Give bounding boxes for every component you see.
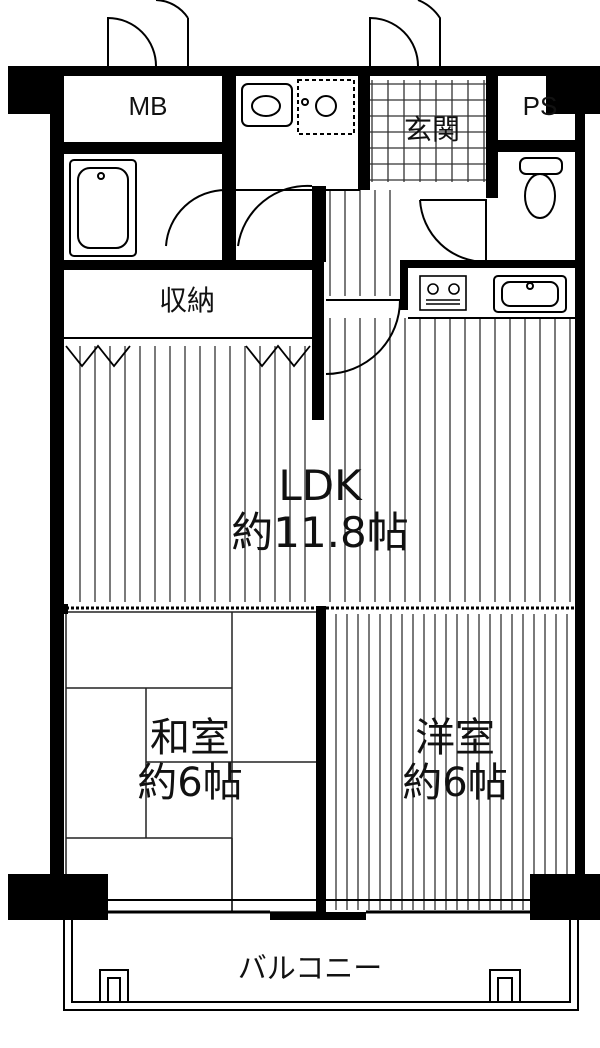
kitchen-sink-icon bbox=[493, 275, 567, 313]
washitsu-label: 和室 約6帖 bbox=[100, 716, 280, 806]
balcony-label: バルコニー bbox=[237, 951, 383, 985]
washitsu-name: 和室 bbox=[150, 715, 230, 761]
washitsu-size: 約6帖 bbox=[137, 759, 243, 806]
mb-label: MB bbox=[128, 91, 168, 121]
youshitsu-label: 洋室 約6帖 bbox=[365, 716, 545, 806]
ldk-flooring-lines bbox=[79, 318, 571, 602]
ldk-name: LDK bbox=[278, 461, 362, 510]
bathtub-icon bbox=[69, 159, 137, 257]
genkan-label: 玄関 bbox=[403, 113, 460, 146]
ldk-size: 約11.8帖 bbox=[231, 508, 409, 558]
floor-lines bbox=[79, 80, 571, 910]
washing-machine-icon bbox=[297, 79, 355, 135]
youshitsu-size: 約6帖 bbox=[402, 759, 508, 806]
walls bbox=[8, 66, 600, 920]
youshitsu-flooring-lines bbox=[335, 614, 568, 910]
closet-doors bbox=[65, 344, 311, 368]
balcony-outline bbox=[63, 910, 579, 1011]
ps-label: PS bbox=[522, 91, 558, 121]
door-swings bbox=[107, 0, 487, 375]
genkan-tiles bbox=[370, 80, 486, 182]
tatami-mats bbox=[65, 611, 319, 913]
storage-label: 収納 bbox=[158, 284, 215, 317]
toilet-icon bbox=[519, 157, 563, 219]
ldk-label: LDK 約11.8帖 bbox=[190, 462, 450, 556]
stove-icon bbox=[419, 275, 467, 311]
partitions bbox=[64, 189, 576, 901]
youshitsu-name: 洋室 bbox=[415, 715, 495, 761]
hall-flooring-lines bbox=[329, 190, 391, 296]
washbasin-icon bbox=[241, 83, 293, 127]
